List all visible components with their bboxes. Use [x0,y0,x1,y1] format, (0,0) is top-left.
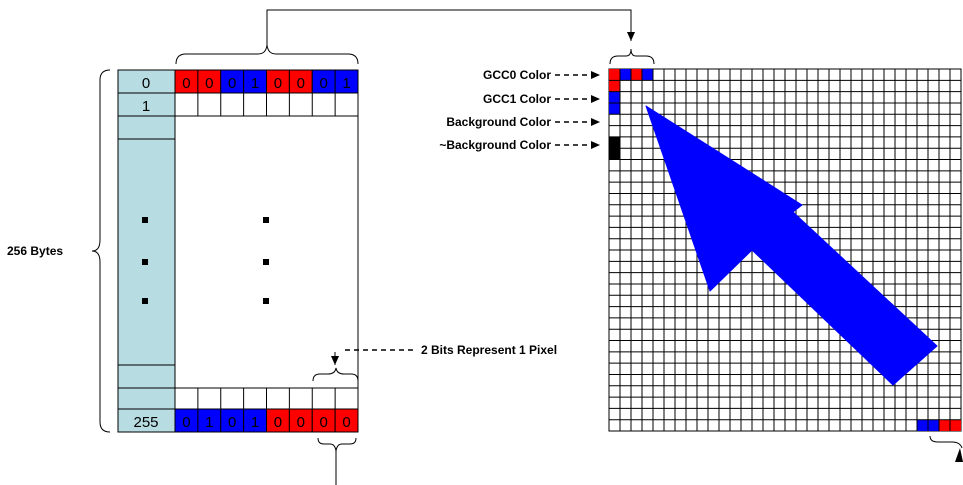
pixel-black [609,148,620,159]
pixel-red [939,420,950,431]
row-0-bit-value: 0 [228,75,236,92]
row-0-index: 0 [142,75,150,92]
gcc1-color-label: GCC1 Color [483,92,551,106]
row-255-bit-value: 0 [342,414,350,431]
row-255-bit-value: 0 [297,414,305,431]
row-255-bit-value: 0 [228,414,236,431]
bottom-right-arrowhead [955,448,963,462]
index-column [118,70,175,432]
top-connector [267,10,631,45]
pixel-red [950,420,961,431]
row-255-index: 255 [133,414,158,431]
row-255-bit-value: 1 [205,414,213,431]
bottom-right-brace [930,436,962,448]
row-0-bit-value: 0 [320,75,328,92]
row-255-bit-value: 0 [182,414,190,431]
row-0-bit-value: 0 [205,75,213,92]
row-0-bit-value: 1 [342,75,350,92]
pixel-brace [610,49,654,64]
pixel-red [609,80,620,91]
top-row-brace [176,45,358,64]
row-255-bit-value: 0 [320,414,328,431]
pixel-blue [620,69,631,80]
pixel-blue [609,103,620,114]
pixel-blue [917,420,928,431]
gcc0-color-label: GCC0 Color [483,68,551,82]
row-255-bit-value: 0 [274,414,282,431]
inverse-background-color-label: ~Background Color [439,138,551,152]
row-0-bit-value: 0 [182,75,190,92]
pixel-red [609,69,620,80]
bottom-row-brace [318,438,356,451]
bytes-brace [92,70,110,432]
row-0-bit-value: 0 [297,75,305,92]
pixel-blue [928,420,939,431]
row-0-bit-value: 0 [274,75,282,92]
row-255-bit-value: 1 [251,414,259,431]
row-0-bit-value: 1 [251,75,259,92]
pixel-blue [642,69,653,80]
pixel-blue [609,92,620,103]
background-color-label: Background Color [446,115,551,129]
pixel-red [631,69,642,80]
row-1-index: 1 [142,98,150,115]
bytes-label: 256 Bytes [7,244,63,258]
data-area [175,70,358,432]
bits-per-pixel-label: 2 Bits Represent 1 Pixel [421,343,557,357]
pixel-black [609,137,620,148]
